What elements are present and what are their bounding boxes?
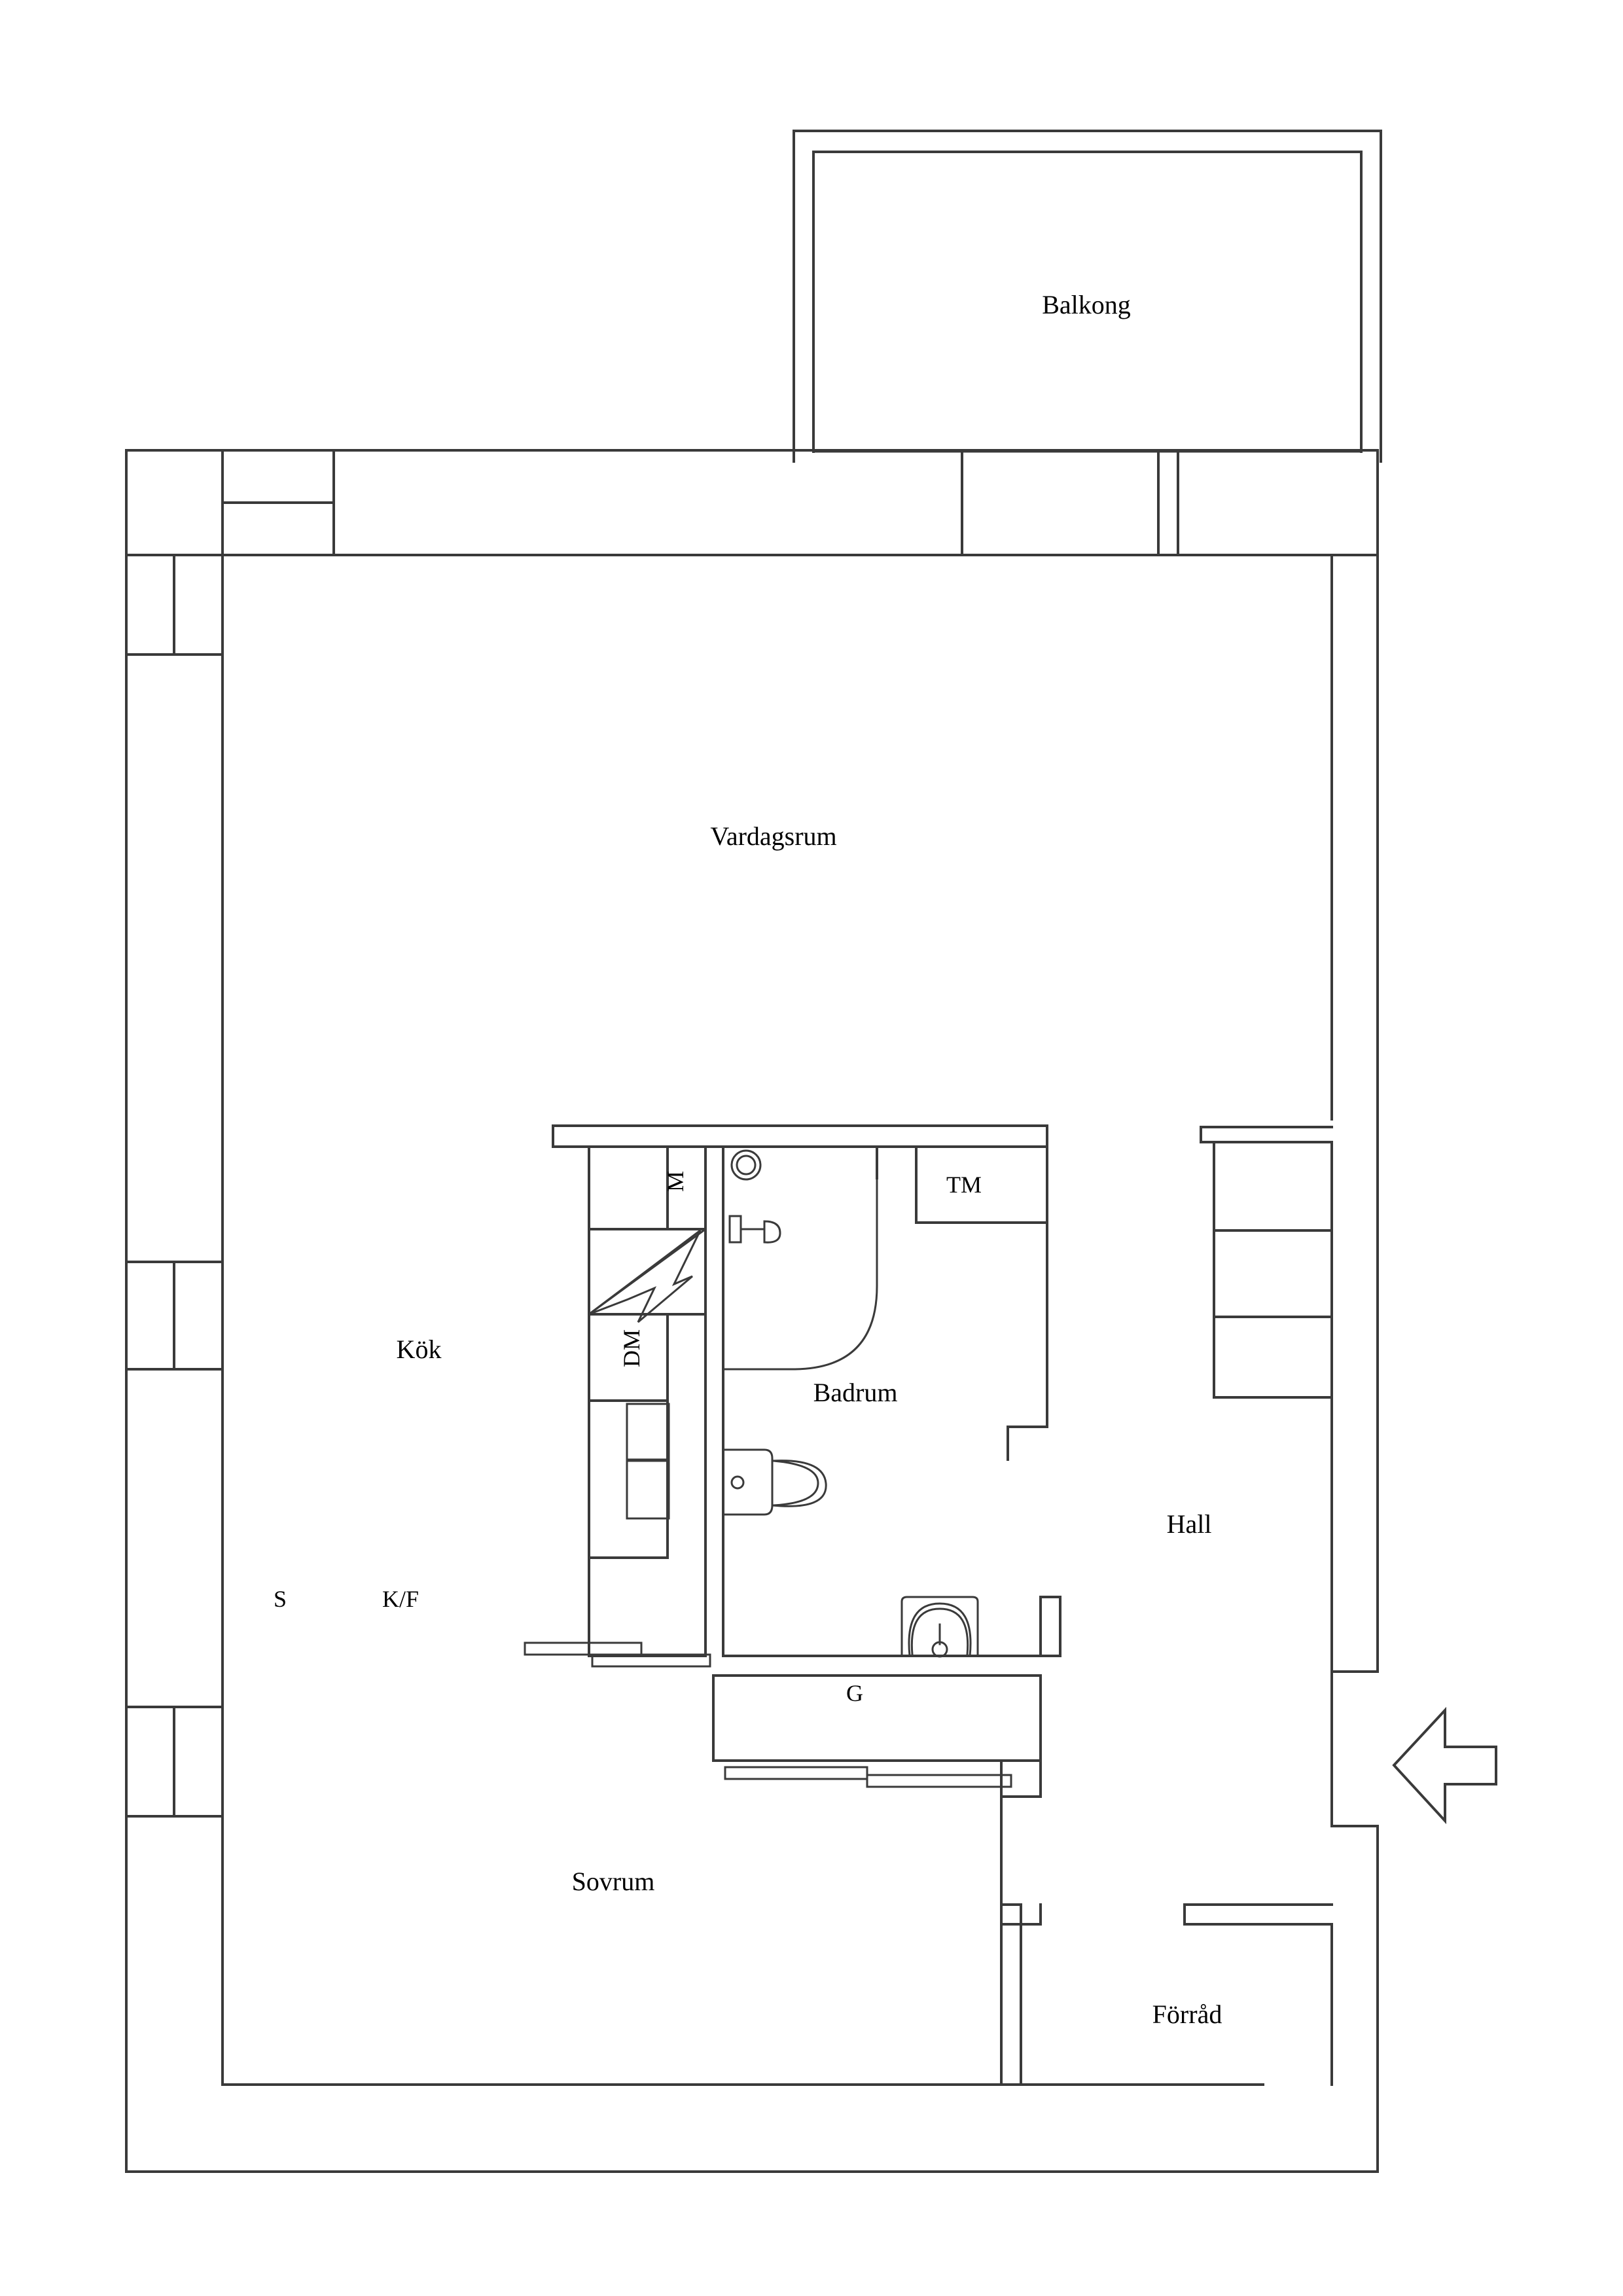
left-wall-windows [125,554,1264,2086]
room-label-balkong: Balkong [1042,290,1131,319]
toilet-icon [722,1448,827,1516]
fixture-label-garderob: G [846,1680,863,1706]
fixture-label-mikro: M [662,1170,688,1193]
room-label-forrad: Förråd [1152,2000,1222,2029]
sliding-door-kitchen [524,1641,711,1668]
building-outer-wall [125,449,1379,2173]
bathroom-walls [722,1145,1061,1657]
fixture-label-diskmaskin: DM [618,1329,645,1368]
shower-drain-icon [730,1149,762,1181]
washbasin-icon [901,1596,979,1658]
hall-north-wall [1177,554,1333,1121]
shower-faucet-icon [728,1215,781,1244]
room-label-kok: Kök [396,1335,442,1364]
top-wall-band [125,449,1379,556]
bedroom-storage-partition [1000,1795,1264,2086]
fixture-label-spis: S [273,1586,287,1612]
central-partition [552,1124,1048,1657]
room-label-vardagsrum: Vardagsrum [710,821,837,851]
room-label-sovrum: Sovrum [571,1867,655,1896]
room-label-hall: Hall [1166,1509,1212,1539]
hall-closet [1200,1126,1333,1673]
wardrobe-garderob [712,1674,1042,1798]
entrance-arrow-icon [1392,1706,1497,1825]
fixture-label-kyl-frys: K/F [382,1586,419,1612]
storage-north-wall [1183,1903,1333,2086]
kitchen-sink [626,1403,670,1520]
room-label-badrum: Badrum [813,1378,898,1407]
electrical-panel-lightning [587,1227,707,1323]
fixture-label-tvattmaskin: TM [946,1172,982,1198]
washing-machine-box [915,1145,1048,1461]
sliding-door-garderob [724,1766,1012,1788]
